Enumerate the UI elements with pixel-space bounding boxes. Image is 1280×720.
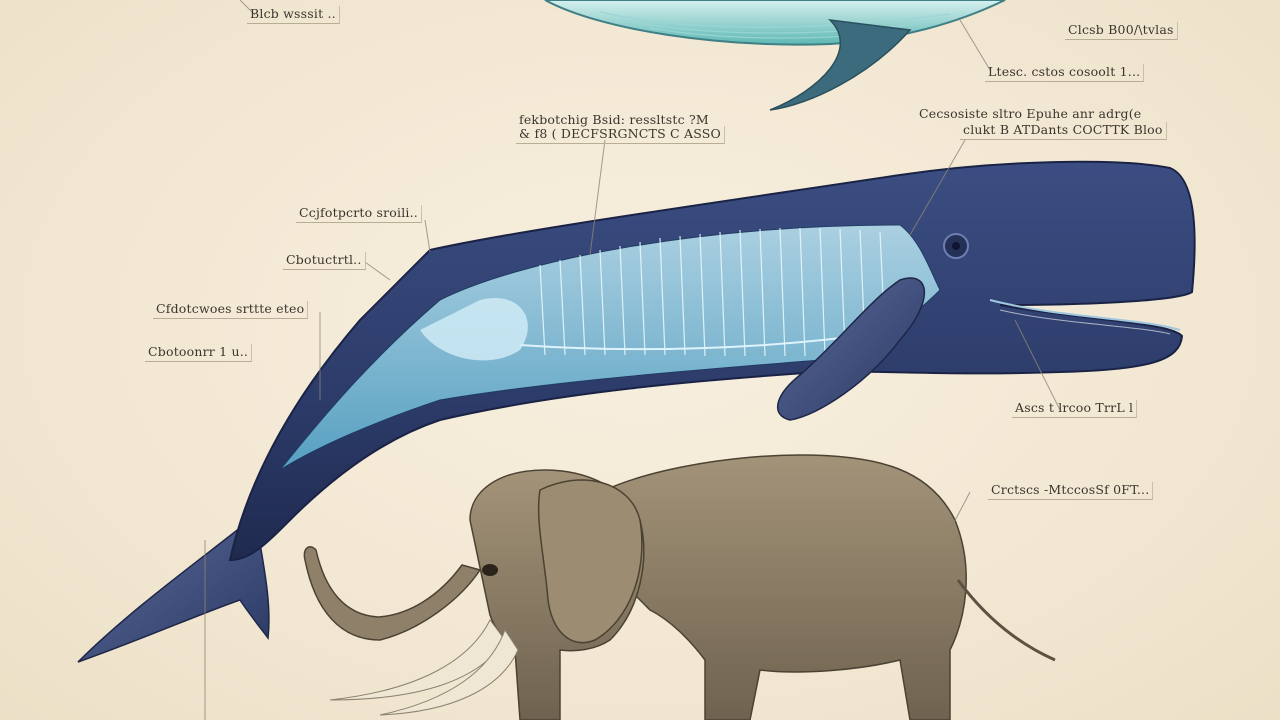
label-left-2: Cbotuctrtl.. — [283, 252, 366, 270]
label-mid-center-line1: fekbotchig Bsid: ressltstc ?M — [519, 112, 709, 127]
label-right-jaw: Ascs t lrcoo TrrL l — [1012, 400, 1138, 418]
label-left-4: Cbotoonrr 1 u.. — [145, 344, 253, 362]
label-right-elephant: Crctscs -MtccosSf 0FT... — [988, 482, 1154, 500]
label-left-3: Cfdotcwoes srttte eteo — [153, 301, 309, 319]
label-mid-center-line2: & f8 ( DECFSRGNCTS C ASSO — [516, 126, 725, 144]
elephant — [303, 454, 1056, 720]
upper-whale — [544, 0, 1006, 111]
label-top-right-1: Clcsb B00/\tvlas — [1065, 22, 1178, 40]
leader-lines — [204, 0, 1061, 720]
label-top-right-2: Ltesc. cstos cosoolt 1... — [985, 64, 1145, 82]
label-mid-right-line2: clukt B ATDants COCTTK Bloo — [960, 122, 1167, 140]
label-left-1: Ccjfotpcrto sroili.. — [296, 205, 422, 223]
label-top-left: Blcb wsssit .. — [247, 6, 340, 24]
label-mid-right-line1: Cecsosiste sltro Epuhe anr adrg(e — [919, 106, 1142, 121]
sperm-whale — [77, 160, 1196, 663]
